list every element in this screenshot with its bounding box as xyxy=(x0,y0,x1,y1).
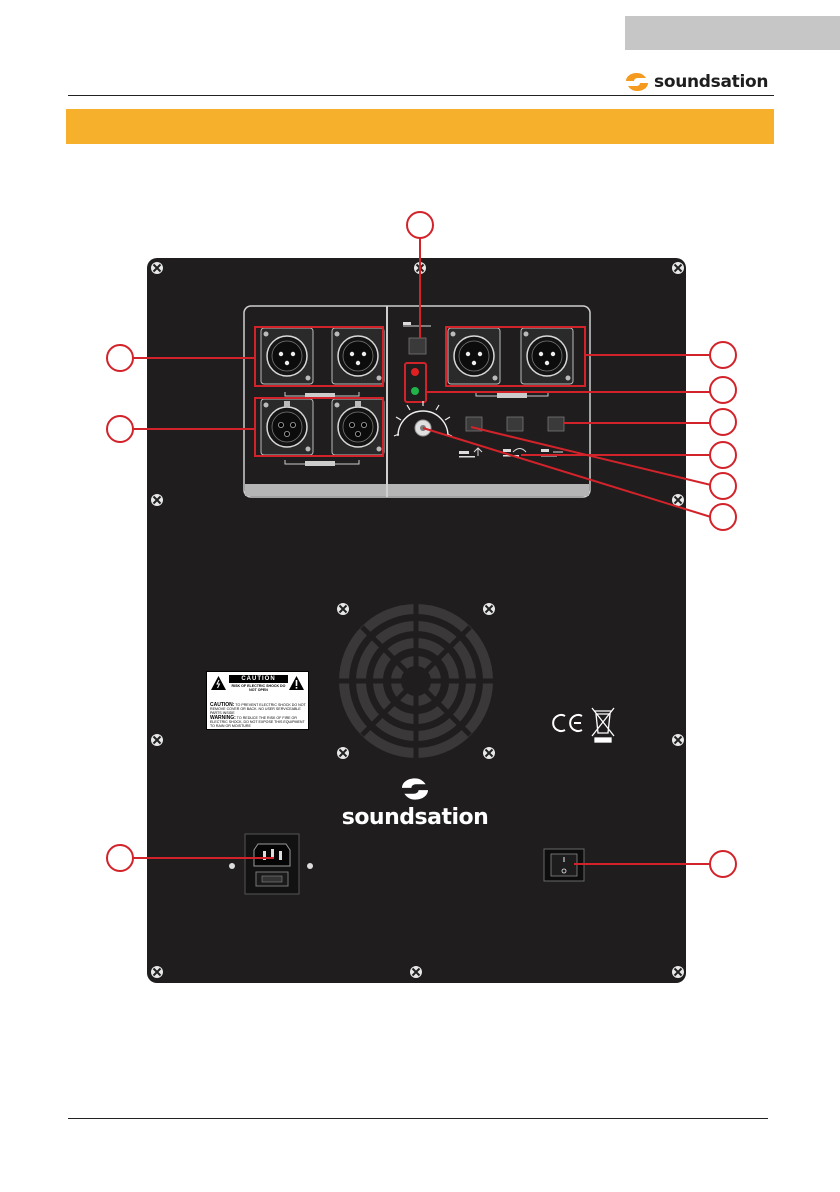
caution-note: CAUTION: TO PREVENT ELECTRIC SHOCK DO NO… xyxy=(210,703,307,715)
callout-marker xyxy=(710,473,736,499)
callout-marker xyxy=(710,409,736,435)
lightning-warning-icon xyxy=(210,675,227,692)
callout-marker xyxy=(710,851,736,877)
callout-marker xyxy=(710,342,736,368)
callout-marker xyxy=(710,377,736,403)
callout-marker xyxy=(710,442,736,468)
warning-note: WARNING: TO REDUCE THE RISK OF FIRE OR E… xyxy=(210,716,307,728)
callout-marker xyxy=(710,504,736,530)
callout-marker xyxy=(107,416,133,442)
footer-rule xyxy=(68,1118,768,1119)
callout-marker xyxy=(407,212,433,238)
soundsation-panel-icon xyxy=(395,776,435,802)
callout-marker xyxy=(107,345,133,371)
fan-grille xyxy=(339,604,493,758)
caution-subtitle: RISK OF ELECTRIC SHOCK DO NOT OPEN xyxy=(229,684,288,692)
callout-marker xyxy=(107,845,133,871)
caution-sticker: CAUTION RISK OF ELECTRIC SHOCK DO NOT OP… xyxy=(206,671,309,730)
panel-logo-text: soundsation xyxy=(340,805,490,830)
panel-logo: soundsation xyxy=(340,776,490,830)
exclamation-warning-icon xyxy=(288,675,305,692)
caution-title: CAUTION xyxy=(229,675,288,683)
